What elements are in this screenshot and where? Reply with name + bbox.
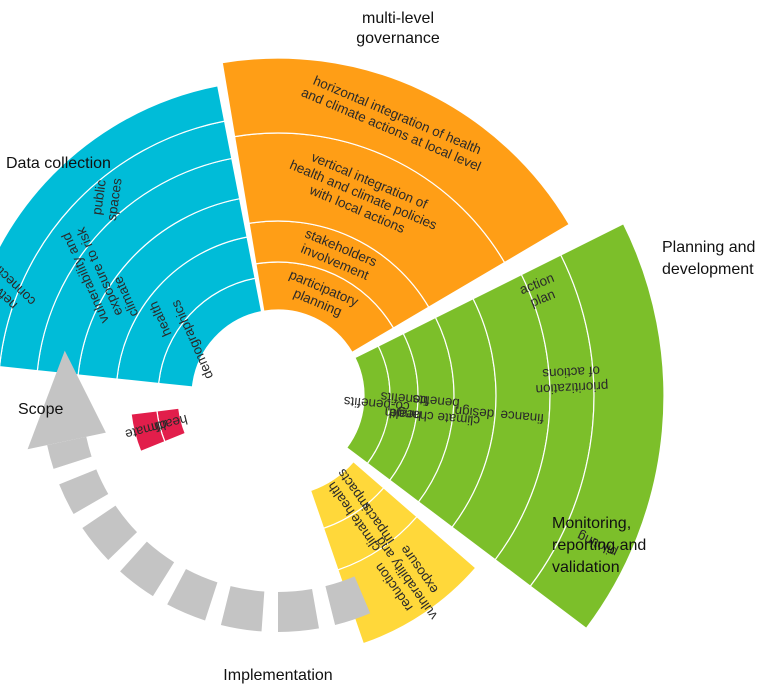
governance-ring-4	[221, 57, 571, 264]
planning-title-line-1: Planning and	[662, 239, 755, 256]
planning-label-6: prioritizationof actions	[534, 363, 608, 397]
scope-title: Scope	[18, 401, 63, 418]
planning-label-4: design	[454, 403, 495, 421]
diagram-shapes	[0, 57, 665, 645]
monitoring-title-line-1: Monitoring,	[552, 515, 631, 532]
monitoring-title-line-2: reporting and	[552, 537, 646, 554]
implementation-step-6	[82, 505, 138, 560]
implementation-step-7	[59, 469, 109, 514]
governance-title-line-2: governance	[356, 30, 440, 47]
monitoring-ring-3	[337, 515, 477, 645]
implementation-arrow-body	[47, 436, 92, 469]
data-collection-title: Data collection	[6, 155, 111, 172]
monitoring-label-3: reductionvulnerability andexposure	[359, 525, 453, 631]
governance-title-line-1: multi-level	[362, 10, 434, 27]
implementation-step-2	[278, 589, 319, 632]
planning-label-3: climate changebenefits	[389, 390, 482, 428]
planning-label-2: healthbenefits	[378, 389, 428, 424]
implementation-step-5	[120, 541, 175, 597]
planning-label-1: co-benefits	[343, 394, 410, 415]
implementation-arrow-head	[27, 350, 106, 450]
data-collection-ring-6	[0, 85, 226, 368]
planning-label-5: finance	[500, 407, 545, 426]
planning-title-line-2: development	[662, 261, 754, 278]
implementation-step-1	[325, 576, 371, 625]
data-collection-label-5: publicspaces	[89, 175, 125, 222]
implementation-step-4	[167, 569, 218, 621]
scope-ring-2	[130, 410, 166, 453]
planning-ring-7	[529, 222, 665, 630]
implementation-arrow	[27, 350, 371, 632]
implementation-step-3	[220, 586, 265, 632]
implementation-title: Implementation	[223, 667, 332, 684]
monitoring-title-line-3: validation	[552, 559, 620, 576]
